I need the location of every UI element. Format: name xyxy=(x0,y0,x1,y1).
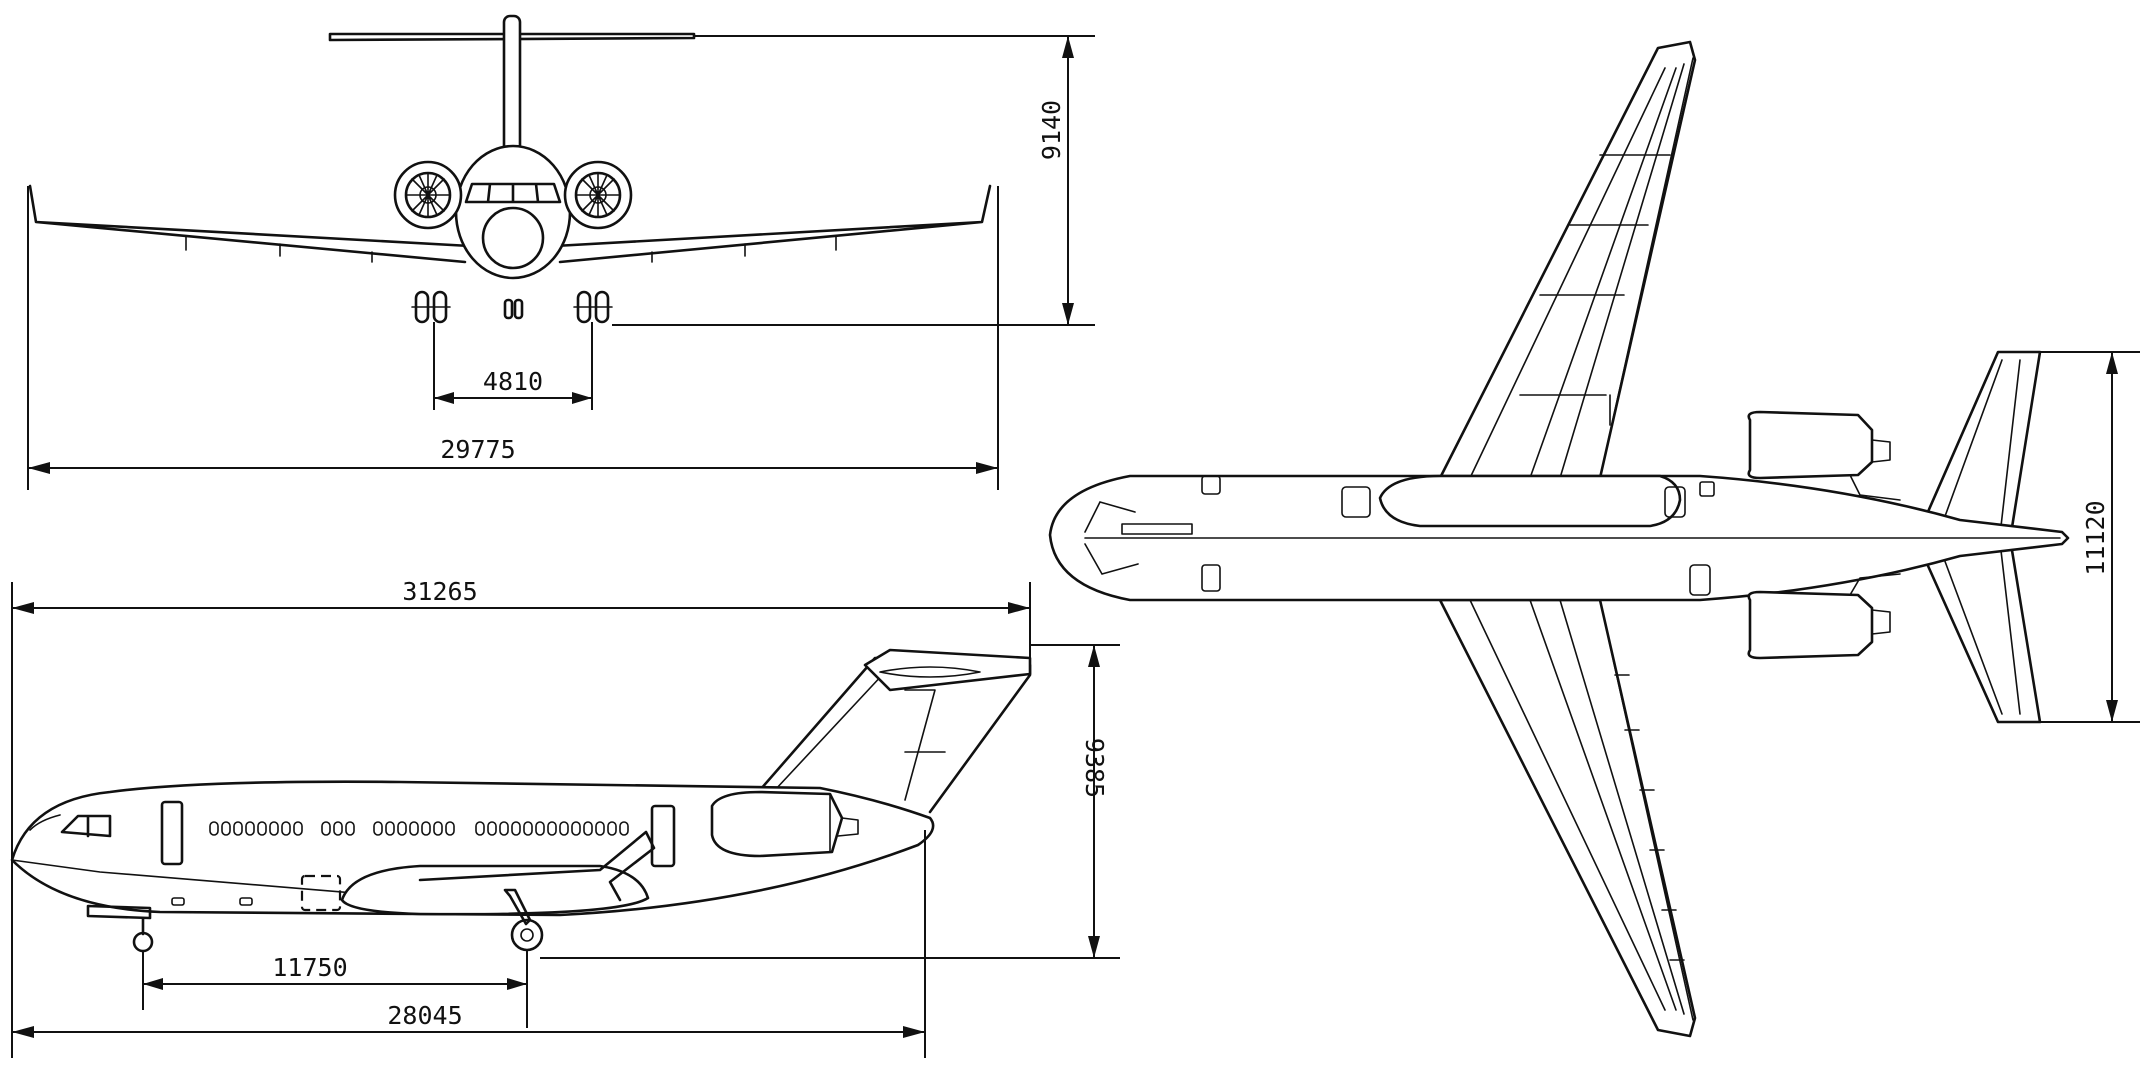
front-track-label: 4810 xyxy=(483,367,543,396)
top-tailplane-label: 11120 xyxy=(2081,500,2110,575)
side-overwing-exit xyxy=(300,874,342,912)
front-left-engine xyxy=(393,160,463,230)
front-windshield xyxy=(464,182,562,204)
side-aft-door xyxy=(650,804,676,868)
front-height-dimension: 9140 xyxy=(612,35,1095,326)
front-height-label: 9140 xyxy=(1037,100,1066,160)
front-span-label: 29775 xyxy=(440,435,515,464)
side-wheelbase-label: 11750 xyxy=(272,953,347,982)
top-lower-flap-fairings xyxy=(1614,674,1685,961)
top-lower-wing xyxy=(1438,598,1697,1038)
side-height-label: 9385 xyxy=(1080,738,1109,798)
front-fuselage xyxy=(454,144,572,280)
side-height-dimension: 9385 xyxy=(540,644,1120,959)
side-nose-gear xyxy=(86,904,154,953)
side-length-dimension: 31265 xyxy=(11,577,1031,1058)
top-lower-engine xyxy=(1747,573,1901,660)
side-wing-fairing xyxy=(340,864,650,916)
top-tailplane-dimension: 11120 xyxy=(2040,351,2140,723)
front-right-wing xyxy=(553,184,992,264)
side-cabin-windows xyxy=(209,821,629,836)
side-fuselage xyxy=(10,780,935,917)
side-forward-door xyxy=(160,800,184,866)
front-right-engine xyxy=(563,160,633,230)
side-station-label: 28045 xyxy=(387,1001,462,1030)
front-wing-fairings xyxy=(185,235,837,263)
side-length-label: 31265 xyxy=(402,577,477,606)
top-upper-tailplane xyxy=(1918,350,2042,542)
side-station-dimension: 28045 xyxy=(12,830,926,1058)
side-wheelbase-dimension: 11750 xyxy=(142,950,528,1028)
side-view: 31265 9385 11750 28045 xyxy=(10,577,1120,1058)
front-radome xyxy=(481,206,545,270)
front-fin xyxy=(502,14,522,158)
top-lower-tailplane xyxy=(1918,536,2042,724)
top-view: 11120 xyxy=(1048,40,2140,1038)
top-upper-engine xyxy=(1747,410,1901,501)
side-cockpit-windows xyxy=(60,814,112,838)
top-upper-wing xyxy=(1438,40,1697,480)
side-tailplane xyxy=(863,648,1032,692)
front-landing-gear xyxy=(411,290,613,324)
front-view: 9140 4810 29775 xyxy=(27,14,1095,490)
side-engine xyxy=(710,790,844,858)
top-wing-body-fairing xyxy=(1378,474,1682,528)
front-track-dimension: 4810 xyxy=(433,322,593,410)
front-left-wing xyxy=(28,184,472,264)
front-span-dimension: 29775 xyxy=(27,186,999,490)
side-wing xyxy=(418,830,656,902)
top-upper-flap-fairings xyxy=(1519,154,1671,426)
